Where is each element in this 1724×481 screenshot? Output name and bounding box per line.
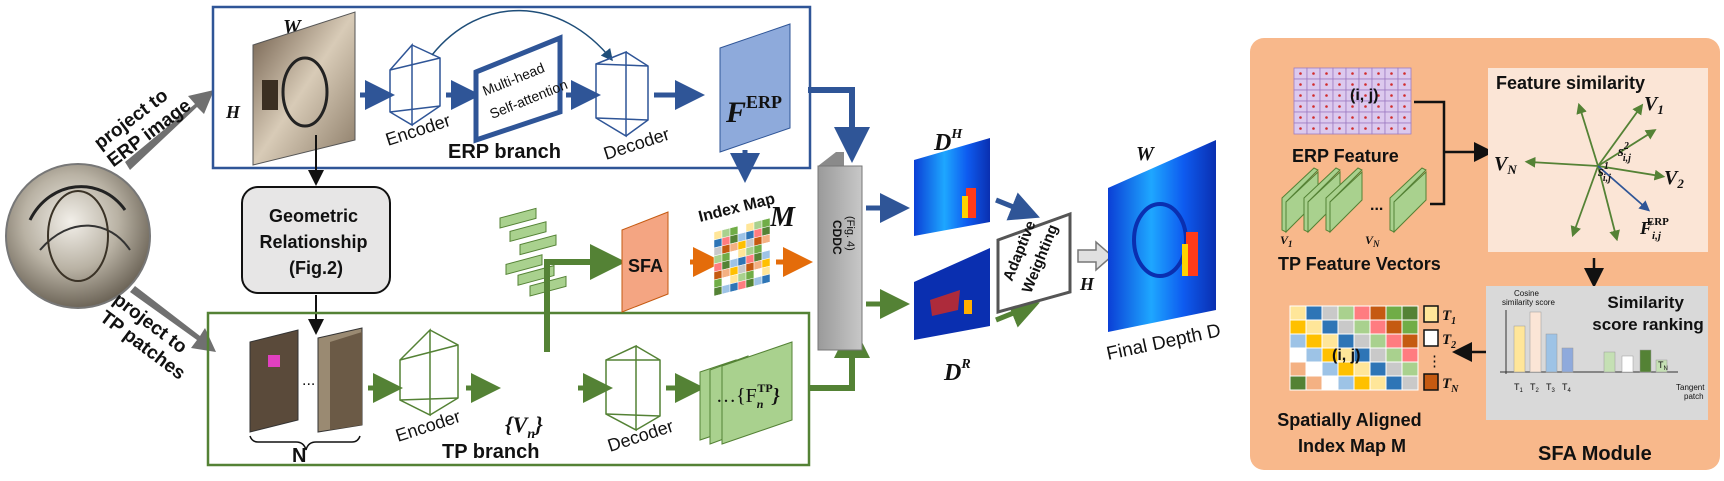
tick-tn: TN (1658, 360, 1668, 372)
vector-v1-label: V1 (1644, 93, 1664, 117)
ranking-bars (1513, 311, 1668, 373)
ranking-x-label: Tangent patch (1676, 383, 1707, 401)
tp-feature-maps (699, 341, 793, 445)
erp-encoder (389, 43, 441, 127)
erp-encoder-label: Encoder (383, 110, 453, 150)
svg-text:SFA: SFA (628, 256, 663, 276)
tp-vn-small-label: VN (1365, 233, 1380, 249)
geometric-relationship-box: Geometric Relationship (Fig.2) (241, 186, 391, 294)
tick-t4: T4 (1562, 382, 1572, 394)
tp-encoder-label: Encoder (393, 406, 463, 446)
erp-decoder-label: Decoder (601, 124, 672, 164)
legend-t1: T1 (1442, 308, 1456, 327)
vector-v2-label: V2 (1664, 167, 1684, 191)
erp-h-label: H (225, 102, 241, 122)
adaptive-weighting-block: Adaptive Weighting (996, 211, 1072, 314)
ranking-y-label: Cosine similarity score (1502, 289, 1555, 307)
ferp-vector-label: Fi,jERP (1639, 216, 1669, 242)
tp-feature-vectors (499, 207, 567, 297)
erp-feature-map: FERP (719, 23, 791, 153)
aligned-index-map-grid (1289, 305, 1419, 391)
index-legend: T1 T2 ⋮ TN (1423, 305, 1459, 395)
sfa-block: SFA (621, 211, 669, 313)
attention-block: Multi-head Self-attention (473, 34, 570, 144)
tp-decoder-label: Decoder (605, 416, 676, 456)
aligned-label: Spatially Aligned Index Map M (1277, 410, 1426, 456)
svg-text:Geometric Relationship: Geometric Relationship (Fig.2) (259, 206, 372, 278)
dr-label: DR (943, 357, 971, 386)
dh-label: DH (933, 127, 963, 156)
tp-vectors-row (1281, 167, 1427, 234)
tp-ellipsis: ... (302, 372, 315, 389)
tp-ftp-label: …{FnTP} (716, 381, 780, 411)
erp-branch-label: ERP branch (448, 141, 561, 163)
final-w-label: W (1136, 143, 1155, 165)
erp-grid-ij: (i, j) (1350, 87, 1378, 104)
depth-map-r (914, 248, 990, 340)
sfa-module-title: SFA Module (1538, 443, 1652, 465)
tp-decoder (605, 344, 661, 432)
aligned-ij: (i, j) (1332, 347, 1360, 364)
cddc-block: CDDC (Fig. 4) (817, 152, 863, 351)
erp-decoder (595, 50, 649, 138)
legend-tn: TN (1442, 376, 1459, 395)
tick-t2: T2 (1530, 382, 1540, 394)
vector-vn-label: VN (1494, 153, 1517, 177)
erp-feature-grid (1293, 67, 1412, 135)
final-h-label: H (1079, 274, 1095, 294)
svg-text:CDDC: CDDC (830, 220, 844, 255)
tp-patches (249, 327, 363, 433)
tp-vectors-dots: ... (1370, 197, 1383, 214)
tp-v1-label: V1 (1280, 233, 1293, 249)
tick-t3: T3 (1546, 382, 1556, 394)
tp-branch-label: TP branch (442, 441, 539, 463)
svg-text:FERP: FERP (725, 92, 782, 129)
depth-map-h (914, 138, 990, 236)
index-map-grid (713, 217, 771, 297)
feature-similarity-panel (1488, 68, 1708, 252)
legend-dots: ⋮ (1427, 353, 1442, 370)
tp-vn-label: {Vn} (505, 412, 543, 442)
feature-similarity-title: Feature similarity (1496, 73, 1645, 93)
erp-image (252, 11, 356, 166)
tp-encoder (399, 328, 459, 417)
tp-vectors-label: TP Feature Vectors (1278, 254, 1441, 274)
legend-t2: T2 (1442, 332, 1456, 351)
index-map-m-label: M (769, 202, 796, 233)
tp-n-label: N (292, 445, 306, 467)
project-arrows (125, 90, 216, 352)
panorama-sphere (5, 163, 151, 309)
erp-feature-label: ERP Feature (1292, 146, 1399, 166)
tick-t1: T1 (1514, 382, 1524, 394)
svg-text:(Fig. 4): (Fig. 4) (844, 216, 856, 251)
ranking-title: Similarity score ranking (1592, 293, 1704, 334)
similarity-vectors (1524, 102, 1666, 242)
final-depth-map (1108, 140, 1216, 332)
ranking-tick-labels: T1 T2 T3 T4 TN (1514, 360, 1668, 394)
